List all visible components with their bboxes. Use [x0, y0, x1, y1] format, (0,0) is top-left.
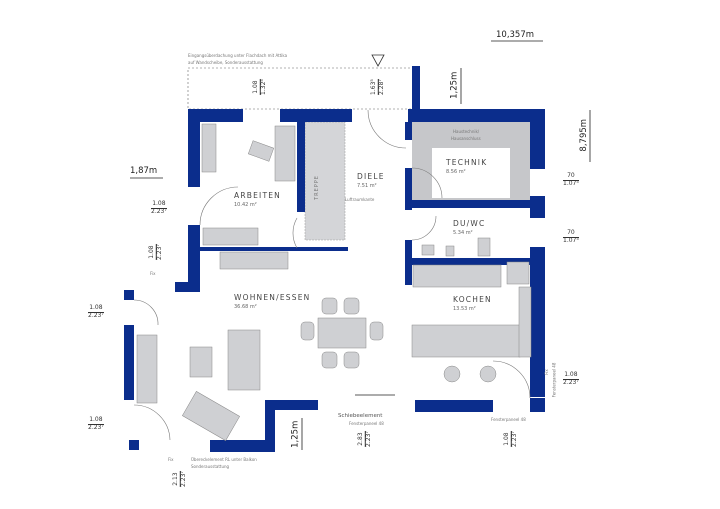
- entrance-offset-dimension: 1,25m: [449, 71, 460, 99]
- furniture: [136, 123, 532, 441]
- canopy-note-2: auf Wandscheibe, Sonderausstattung: [188, 60, 263, 65]
- fensterpaneel-label-3: Fensterpaneel 48: [551, 362, 557, 398]
- schiebeelement-label: Schiebeelement: [338, 413, 383, 419]
- room-diele-label: DIELE: [357, 172, 385, 181]
- total-width-dimension: 10,357m: [496, 30, 535, 40]
- balcony-note-1: Übereckelement RL unter Balkon: [191, 457, 257, 462]
- room-arbeiten-area: 10.42 m²: [234, 202, 257, 208]
- room-kochen-label: KOCHEN: [453, 295, 492, 304]
- room-diele-area: 7.51 m²: [357, 183, 377, 189]
- total-depth-dimension: 8,795m: [579, 118, 590, 152]
- fix-label-3: Fix: [543, 369, 549, 375]
- technik-floor: [432, 148, 510, 198]
- haustechnik-label-1: Haustechnik/: [453, 129, 480, 134]
- stair-label: TREPPE: [313, 175, 320, 200]
- room-arbeiten-label: ARBEITEN: [234, 191, 281, 200]
- haustechnik-label-2: Hausanschluss: [451, 136, 481, 141]
- left-offset-dimension: 1,87m: [130, 166, 158, 176]
- room-wohnen-label: WOHNEN/ESSEN: [234, 293, 311, 302]
- canopy-note-1: Eingangsüberdachung unter Flachdach mit …: [188, 53, 288, 58]
- bottom-offset-dimension: 1,25m: [290, 420, 301, 448]
- door-swings: [133, 109, 531, 441]
- room-wohnen-area: 36.68 m²: [234, 304, 257, 310]
- walls: [124, 66, 545, 452]
- room-kochen-area: 13.53 m²: [453, 306, 476, 312]
- room-duwc-area: 5.34 m²: [453, 230, 473, 236]
- fensterpaneel-label-1: Fensterpaneel 48: [349, 421, 384, 426]
- stair: [304, 121, 346, 241]
- luftraumkante-label: Luftraumkante: [345, 197, 375, 202]
- room-technik-area: 8.56 m²: [446, 169, 466, 175]
- dimension-arrows: [130, 40, 591, 450]
- fix-label-1: Fix: [150, 271, 156, 276]
- balcony-note-2: Sonderausstattung: [191, 464, 230, 469]
- fix-label-2: Fix: [168, 457, 174, 462]
- fensterpaneel-label-2: Fensterpaneel 48: [491, 417, 526, 422]
- room-technik-label: TECHNIK: [446, 158, 488, 167]
- room-duwc-label: DU/WC: [453, 219, 486, 228]
- entrance-marker-icon: [371, 54, 385, 67]
